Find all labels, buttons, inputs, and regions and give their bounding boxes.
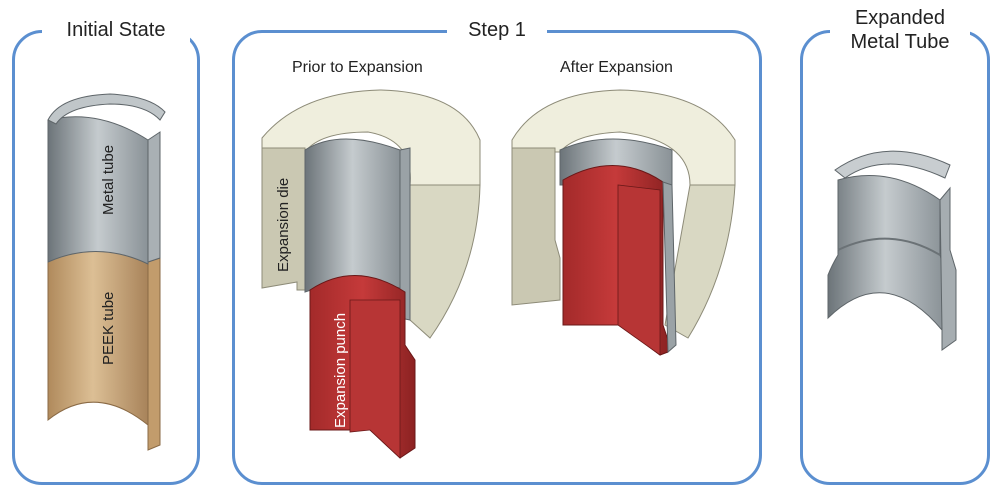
peek-tube-label: PEEK tube <box>100 292 117 365</box>
expanded-tube-body <box>827 175 944 332</box>
expanded-tube <box>827 150 957 351</box>
expansion-punch-label: Expansion punch <box>332 313 349 428</box>
prior-to-expansion-label: Prior to Expansion <box>292 59 423 76</box>
expanded-title-line1: Expanded <box>854 7 946 29</box>
step1-title: Step 1 <box>447 18 547 42</box>
metal-tube-shape <box>47 116 149 265</box>
expanded-title: Expanded Metal Tube <box>830 6 970 54</box>
after-expansion-label: After Expansion <box>560 59 673 76</box>
expansion-die-label: Expansion die <box>275 178 292 272</box>
initial-tube: Metal tube PEEK tube <box>47 93 166 451</box>
expansion-die-body <box>409 184 481 339</box>
expanded-title-line2: Metal Tube <box>850 31 950 53</box>
after-assembly <box>511 89 736 356</box>
peek-tube-shape <box>47 248 149 427</box>
prior-assembly: Expansion die Expansion punch <box>261 89 481 459</box>
initial-state-title: Initial State <box>42 18 190 42</box>
metal-tube-label: Metal tube <box>100 145 117 215</box>
